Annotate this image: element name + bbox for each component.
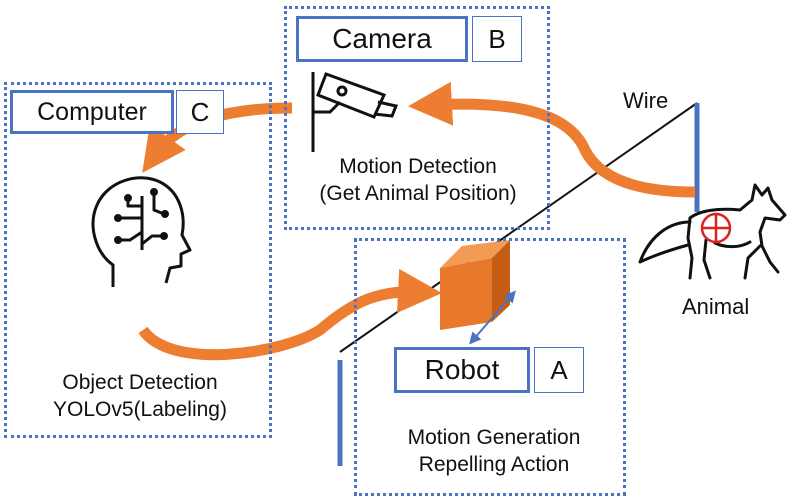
computer-title-box: Computer: [10, 90, 174, 134]
camera-title-box: Camera: [296, 16, 468, 62]
fox-icon: [638, 183, 787, 280]
computer-region: [4, 82, 272, 438]
robot-caption-line2: Repelling Action: [418, 453, 570, 476]
computer-caption: Object Detection YOLOv5(Labeling): [20, 369, 260, 423]
wire-label: Wire: [623, 88, 669, 113]
robot-caption: Motion Generation Repelling Action: [366, 424, 622, 478]
robot-title: Robot: [424, 354, 500, 385]
crosshair-icon: [700, 212, 732, 244]
camera-letter-box: B: [472, 16, 522, 62]
camera-title: Camera: [332, 23, 432, 54]
robot-motion-arrow: [469, 290, 516, 345]
robot-region: [354, 238, 626, 496]
computer-letter-box: C: [176, 90, 224, 134]
camera-region: [284, 6, 550, 230]
robot-title-box: Robot: [394, 347, 530, 393]
robot-letter-box: A: [534, 347, 584, 393]
robot-letter: A: [550, 354, 568, 385]
camera-icon: [311, 72, 399, 152]
computer-caption-line2: YOLOv5(Labeling): [53, 398, 227, 421]
computer-caption-line1: Object Detection: [62, 371, 218, 394]
camera-caption-line2: (Get Animal Position): [319, 182, 517, 205]
robot-caption-line1: Motion Generation: [407, 426, 581, 449]
computer-title: Computer: [37, 97, 147, 126]
arrow-animal-to-camera: [408, 81, 696, 198]
arrow-computer-to-robot: [138, 268, 442, 361]
camera-letter: B: [488, 23, 506, 54]
camera-caption-line1: Motion Detection: [339, 155, 497, 178]
head-brain-icon: [91, 176, 192, 287]
animal-label: Animal: [682, 294, 750, 319]
computer-letter: C: [190, 96, 210, 127]
camera-caption: Motion Detection (Get Animal Position): [290, 153, 546, 207]
